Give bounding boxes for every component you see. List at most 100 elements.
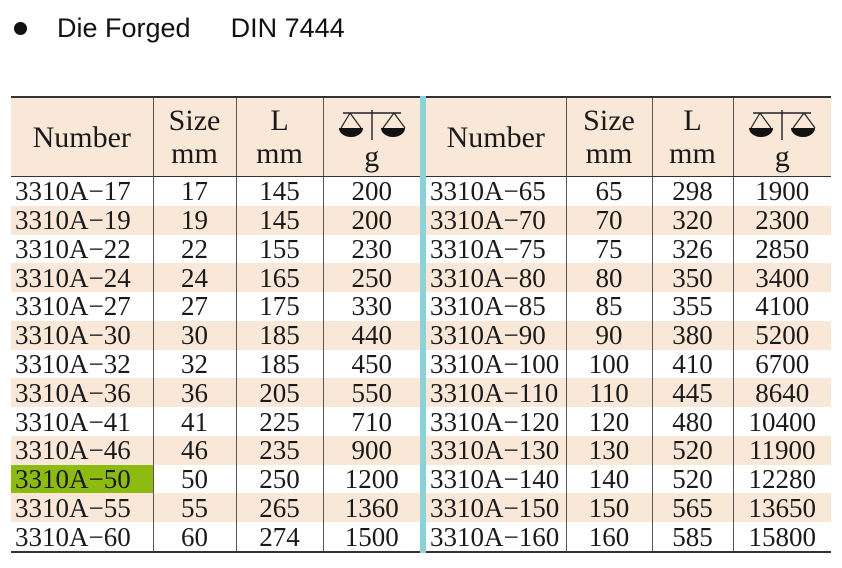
cell-number: 3310A−80 bbox=[426, 263, 566, 293]
cell-weight: 200 bbox=[322, 176, 420, 206]
cell-size: 130 bbox=[565, 435, 652, 465]
cell-length: 145 bbox=[235, 205, 323, 235]
cell-size: 100 bbox=[565, 349, 652, 379]
cell-size: 17 bbox=[152, 176, 236, 206]
table-header-row: Number Size mm L mm bbox=[426, 96, 831, 177]
cell-length: 585 bbox=[651, 522, 733, 552]
cell-weight: 6700 bbox=[732, 349, 831, 379]
cell-weight: 900 bbox=[322, 435, 420, 465]
cell-size: 140 bbox=[565, 464, 652, 494]
col-header-size: Size mm bbox=[152, 96, 236, 177]
cell-length: 265 bbox=[235, 493, 323, 523]
cell-size: 70 bbox=[565, 205, 652, 235]
cell-weight: 450 bbox=[322, 349, 420, 379]
cell-size: 110 bbox=[565, 378, 652, 408]
col-header-length-unit: mm bbox=[669, 137, 716, 170]
col-header-weight-unit: g bbox=[364, 139, 380, 173]
cell-size: 30 bbox=[152, 320, 236, 350]
table-header-row: Number Size mm L mm bbox=[11, 96, 420, 177]
table-divider bbox=[420, 96, 426, 553]
cell-length: 480 bbox=[651, 407, 733, 436]
cell-length: 320 bbox=[651, 205, 733, 235]
spec-tables: Number Size mm L mm bbox=[11, 96, 831, 553]
col-header-weight: g bbox=[322, 96, 420, 177]
cell-weight: 10400 bbox=[732, 407, 831, 436]
cell-number: 3310A−30 bbox=[11, 320, 153, 350]
col-header-length: L mm bbox=[651, 96, 733, 177]
cell-number: 3310A−110 bbox=[426, 378, 566, 408]
col-header-length: L mm bbox=[235, 96, 323, 177]
cell-size: 27 bbox=[152, 292, 236, 321]
col-header-length-label: L bbox=[683, 104, 702, 137]
cell-length: 205 bbox=[235, 378, 323, 408]
cell-size: 65 bbox=[565, 176, 652, 206]
cell-length: 355 bbox=[651, 292, 733, 321]
balance-scale-icon bbox=[338, 109, 406, 140]
cell-weight: 2300 bbox=[732, 205, 831, 235]
cell-weight: 1360 bbox=[322, 493, 420, 523]
cell-length: 165 bbox=[235, 263, 323, 293]
cell-size: 55 bbox=[152, 493, 236, 523]
cell-number: 3310A−60 bbox=[15, 521, 131, 552]
col-header-number: Number bbox=[11, 96, 153, 177]
cell-number: 3310A−24 bbox=[11, 263, 153, 293]
cell-size: 19 bbox=[152, 205, 236, 235]
cell-size: 46 bbox=[152, 435, 236, 465]
cell-number: 3310A−27 bbox=[15, 291, 131, 322]
col-header-size-unit: mm bbox=[171, 137, 218, 170]
cell-number: 3310A−70 bbox=[426, 205, 566, 235]
cell-weight: 330 bbox=[322, 292, 420, 321]
cell-length: 298 bbox=[651, 176, 733, 206]
cell-weight: 550 bbox=[322, 378, 420, 408]
cell-size: 75 bbox=[565, 234, 652, 264]
cell-number: 3310A−140 bbox=[430, 464, 560, 495]
cell-number: 3310A−120 bbox=[430, 406, 560, 437]
cell-number: 3310A−17 bbox=[15, 176, 131, 207]
cell-size: 22 bbox=[152, 234, 236, 264]
cell-length: 410 bbox=[651, 349, 733, 379]
cell-length: 175 bbox=[235, 292, 323, 321]
cell-number: 3310A−55 bbox=[11, 493, 153, 523]
col-header-weight-unit: g bbox=[774, 139, 790, 173]
cell-size: 150 bbox=[565, 493, 652, 523]
cell-length: 350 bbox=[651, 263, 733, 293]
cell-weight: 3400 bbox=[732, 263, 831, 293]
cell-weight: 250 bbox=[322, 263, 420, 293]
cell-length: 185 bbox=[235, 320, 323, 350]
cell-weight: 5200 bbox=[732, 320, 831, 350]
cell-weight: 710 bbox=[322, 407, 420, 436]
col-header-size-unit: mm bbox=[585, 137, 633, 170]
cell-weight: 440 bbox=[322, 320, 420, 350]
col-header-number: Number bbox=[426, 96, 566, 177]
cell-weight: 1900 bbox=[732, 176, 831, 206]
cell-length: 520 bbox=[651, 464, 733, 494]
cell-number: 3310A−90 bbox=[426, 320, 566, 350]
cell-length: 235 bbox=[235, 435, 323, 465]
col-header-length-unit: mm bbox=[256, 137, 303, 170]
cell-size: 90 bbox=[565, 320, 652, 350]
cell-length: 145 bbox=[235, 176, 323, 206]
cell-length: 380 bbox=[651, 320, 733, 350]
cell-number: 3310A−160 bbox=[430, 521, 560, 552]
cell-size: 41 bbox=[152, 407, 236, 436]
header-title: Die Forged bbox=[57, 12, 191, 43]
cell-length: 225 bbox=[235, 407, 323, 436]
cell-number: 3310A−32 bbox=[15, 348, 131, 379]
